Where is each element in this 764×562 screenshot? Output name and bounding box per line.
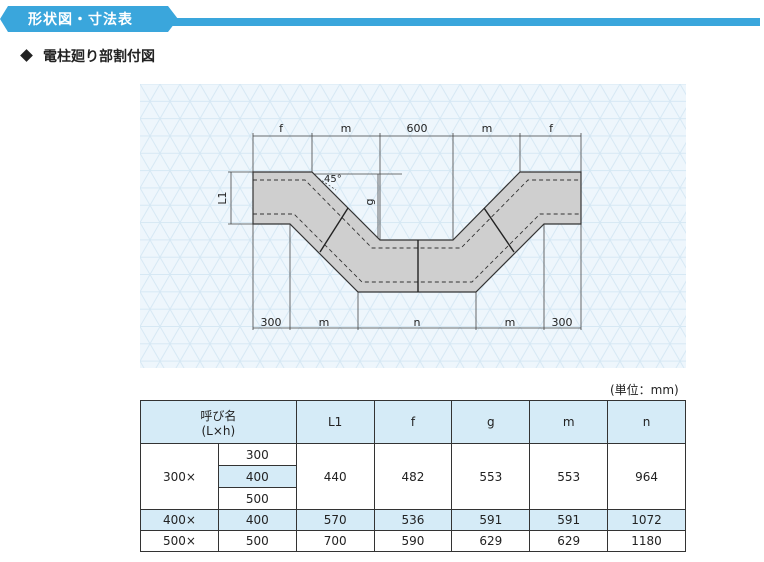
col-header-n: n [607, 400, 686, 444]
value-cell: 1072 [607, 509, 686, 531]
row-label-300: 300× [140, 443, 219, 510]
dim-top-600: 600 [407, 122, 428, 135]
pavement-shape [252, 171, 582, 293]
dim-g: g [363, 199, 376, 206]
value-cell: 570 [295, 509, 375, 531]
header-title: 形状図・寸法表 [28, 12, 133, 28]
h-cell: 500 [217, 487, 297, 510]
h-cell: 400 [217, 509, 297, 531]
header-name-sub: (L×h) [201, 423, 236, 438]
value-cell: 536 [373, 509, 453, 531]
h-cell: 300 [217, 443, 297, 466]
header-bar [120, 18, 760, 26]
value-cell: 591 [529, 509, 609, 531]
diamond-bullet-icon [20, 49, 33, 62]
row-label: 400× [140, 509, 219, 531]
value-cell: 591 [451, 509, 531, 531]
table-row: 500× 500 700 590 629 629 1180 [140, 530, 686, 552]
unit-note: (単位：mm) [610, 383, 679, 397]
col-header-l1: L1 [295, 400, 375, 444]
col-header-f: f [373, 400, 453, 444]
table-row: 300× 300 440 482 553 553 964 [140, 443, 686, 510]
value-cell: 482 [373, 443, 453, 510]
joint-lines [319, 207, 515, 292]
value-cell: 629 [529, 530, 609, 552]
row-label: 500× [140, 530, 219, 552]
table-header-row: 呼び名 (L×h) L1 f g m n [140, 400, 686, 444]
header-name-cell: 呼び名 (L×h) [140, 400, 297, 444]
dim-bottom-n: n [414, 316, 421, 329]
dim-bottom-m-left: m [319, 316, 330, 329]
h-cell: 400 [217, 465, 297, 488]
table-row: 500 [141, 487, 686, 510]
dashed-guide-line [253, 179, 581, 283]
header-name: 呼び名 [200, 408, 237, 423]
layout-drawing: f m 600 m f 300 m n m 300 L1 g 45° [140, 84, 686, 368]
dim-top-m-left: m [341, 122, 352, 135]
dim-l1: L1 [216, 191, 229, 204]
value-cell: 700 [295, 530, 375, 552]
value-cell: 1180 [607, 530, 686, 552]
dimension-table: 呼び名 (L×h) L1 f g m n 300× 300 440 482 55… [140, 400, 686, 552]
dim-top-f-right: f [549, 122, 554, 135]
value-cell: 553 [529, 443, 609, 510]
extension-lines [228, 133, 582, 330]
dim-angle: 45° [324, 174, 342, 185]
value-cell: 629 [451, 530, 531, 552]
col-header-m: m [529, 400, 609, 444]
value-cell: 440 [295, 443, 375, 510]
dim-bottom-300-left: 300 [261, 316, 282, 329]
subtitle: 電柱廻り部割付図 [20, 46, 155, 66]
table-row: 400× 400 570 536 591 591 1072 [140, 509, 686, 531]
subtitle-text: 電柱廻り部割付図 [43, 49, 155, 65]
value-cell: 553 [451, 443, 531, 510]
dim-top-m-right: m [482, 122, 493, 135]
col-header-g: g [451, 400, 531, 444]
dim-bottom-300-right: 300 [552, 316, 573, 329]
section-header: 形状図・寸法表 [0, 6, 760, 32]
value-cell: 964 [607, 443, 686, 510]
header-tab: 形状図・寸法表 [0, 6, 178, 32]
h-cell: 500 [217, 530, 297, 552]
value-cell: 590 [373, 530, 453, 552]
dim-top-f-left: f [279, 122, 284, 135]
dim-bottom-m-right: m [505, 316, 516, 329]
